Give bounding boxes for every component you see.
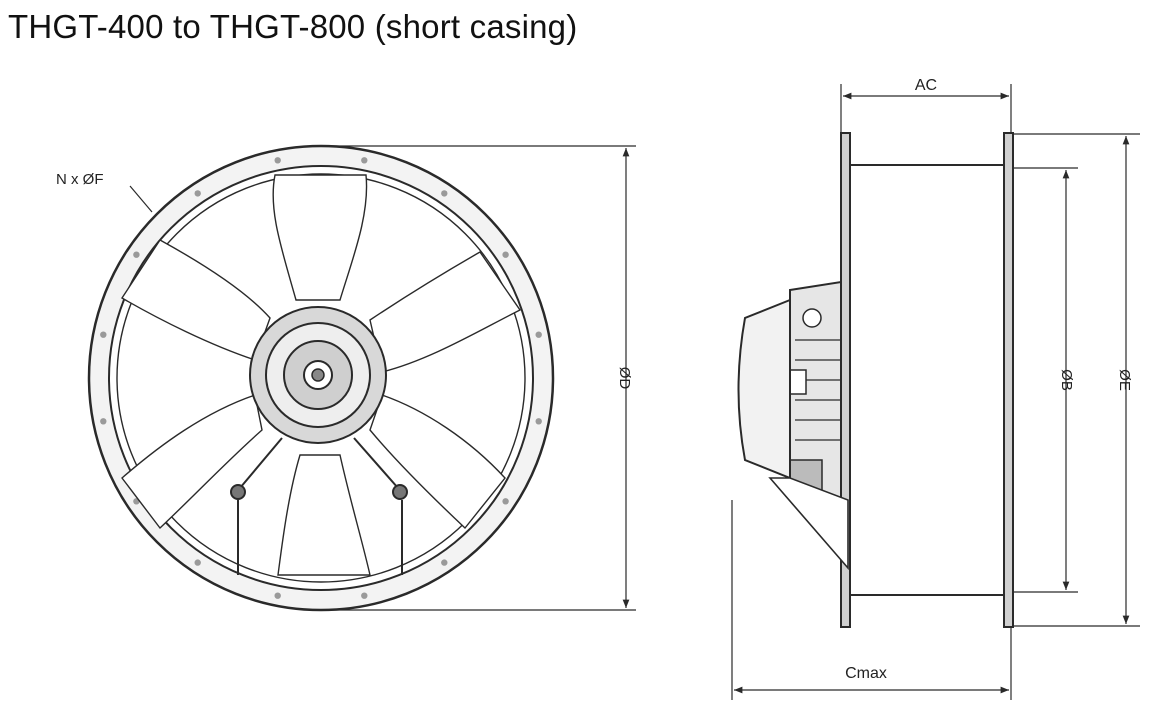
bolt-hole (274, 157, 281, 164)
side-view (737, 132, 1014, 628)
bolt-hole (502, 498, 509, 505)
support-bracket (768, 477, 849, 571)
label-outer-diameter: ØD (616, 367, 633, 390)
dimension-inner-diameter (1013, 167, 1078, 593)
bolt-hole (100, 418, 107, 425)
motor-fins (795, 339, 841, 441)
fan-blades (121, 174, 522, 576)
bolt-hole (535, 418, 542, 425)
casing-body (847, 164, 1007, 596)
bolt-hole (194, 190, 201, 197)
dimension-overall-length (731, 500, 1012, 700)
motor-boss (802, 308, 822, 328)
motor-supports (230, 437, 408, 575)
dimension-outer-diameter (330, 145, 636, 611)
label-inner-diameter: ØB (1058, 369, 1075, 391)
terminal-box (789, 369, 807, 395)
front-view (87, 144, 555, 612)
label-overall-length: Cmax (845, 665, 887, 682)
page-title: THGT-400 to THGT-800 (short casing) (8, 8, 578, 45)
label-casing-length: AC (915, 77, 937, 94)
bolt-hole (441, 190, 448, 197)
rear-flange (1003, 132, 1014, 628)
bolt-hole (441, 559, 448, 566)
dimension-flange-diameter (1013, 133, 1140, 627)
label-flange-diameter: ØE (1116, 369, 1133, 391)
label-bolt-holes: N x ØF (56, 171, 104, 188)
bolt-hole (361, 592, 368, 599)
hub-assembly (249, 306, 387, 444)
bolt-hole (274, 592, 281, 599)
bolt-hole (361, 157, 368, 164)
hub-center (311, 368, 325, 382)
dimension-casing-length (840, 84, 1012, 133)
bolt-hole (502, 251, 509, 258)
bolt-hole (133, 251, 140, 258)
bolt-hole (194, 559, 201, 566)
bolt-hole (535, 331, 542, 338)
bolt-hole-leader (129, 185, 153, 213)
bolt-hole (100, 331, 107, 338)
motor-cowl (737, 298, 791, 480)
